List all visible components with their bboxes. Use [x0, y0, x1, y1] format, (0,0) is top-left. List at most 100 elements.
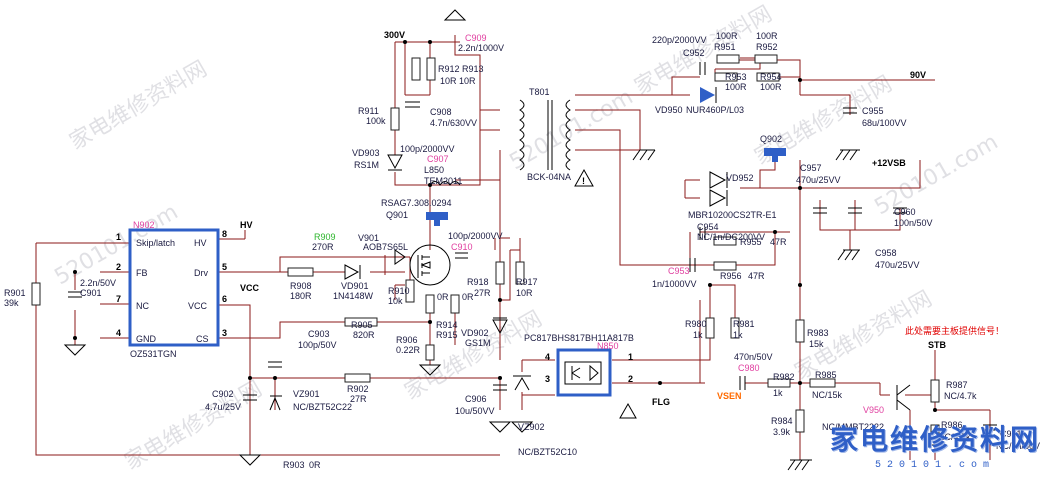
ref-label: VD950 — [655, 105, 683, 115]
ref-label: R953 — [725, 72, 747, 82]
ref-label: V901 — [358, 233, 379, 243]
net-300v-label: 300V — [384, 30, 405, 40]
warning-icons — [619, 402, 637, 419]
ref-label: C980 — [738, 363, 760, 373]
watermark-text: 520101.com — [871, 130, 1003, 221]
ref-label: C960 — [894, 207, 916, 217]
opto-pin: 4 — [545, 352, 550, 362]
opto-pin: 3 — [545, 374, 550, 384]
value-label: 1N4148W — [333, 291, 374, 301]
value-label: 10R — [516, 288, 533, 298]
ref-label: R911 — [358, 106, 379, 116]
ref-label: R912 R913 — [438, 64, 484, 74]
diodes — [269, 87, 728, 411]
value-label: 100p/2000VV — [400, 144, 455, 154]
value-label: NC/1n/50V — [996, 441, 1040, 451]
ic-n902-ref: N902 — [133, 220, 155, 230]
ref-label: C906 — [465, 394, 487, 404]
ic-pin-name: NC — [136, 301, 149, 311]
capacitors — [68, 62, 997, 431]
ref-label: R985 — [815, 370, 837, 380]
ref-label: R981 — [733, 319, 755, 329]
value-label: NC/MMBT2222 — [822, 422, 884, 432]
ref-label: VZ902 — [518, 422, 545, 432]
ref-label: C909 — [465, 33, 487, 43]
value-label: 220p/2000VV — [652, 35, 707, 45]
value-label: NUR460P/L03 — [686, 105, 744, 115]
ref-label: R956 — [720, 271, 742, 281]
value-label: 820R — [353, 330, 375, 340]
ref-label: R909 — [314, 232, 336, 242]
value-label: 100p/50V — [298, 340, 337, 350]
ref-label: VZ901 — [293, 389, 320, 399]
ref-label: R955 — [740, 237, 762, 247]
ref-label: VD952 — [726, 173, 754, 183]
ref-label: R952 — [756, 42, 778, 52]
logo-text: 家电维修资料网 — [830, 423, 1041, 456]
ref-label: C908 — [430, 107, 452, 117]
net-stb-label: STB — [928, 340, 947, 350]
value-label: 100k — [366, 116, 386, 126]
mosfet-q901 — [409, 212, 451, 286]
component-labels: R901 39k 2.2n/50V C901 R909 270R R908 18… — [4, 31, 1040, 470]
net-labels: 300V HV VCC 90V +12VSB FLG VSEN STB 此处需要… — [240, 30, 1004, 407]
ic-pin-number: 1 — [116, 232, 121, 242]
ref-label: C907 — [427, 154, 449, 164]
value-label: 100p/2000VV — [448, 231, 503, 241]
logo-url: 520101.com — [874, 460, 995, 471]
warning-icon — [574, 168, 594, 187]
value-label: 100R — [725, 82, 747, 92]
value-label: NC/15k — [812, 390, 843, 400]
net-90v-label: 90V — [910, 70, 926, 80]
mosfet-q902 — [764, 148, 786, 162]
ref-label: Q902 — [760, 134, 782, 144]
resistors — [31, 54, 940, 446]
ref-label: C903 — [308, 329, 330, 339]
wires — [35, 35, 991, 460]
ref-label: C981 — [1000, 429, 1022, 439]
opto-part: PC817BHS817BH11A817B — [524, 333, 634, 343]
ref-label: R910 — [388, 286, 410, 296]
ic-pin-number: 2 — [116, 262, 121, 272]
ic-n902-box — [128, 228, 220, 347]
ref-label: R905 — [351, 320, 373, 330]
value-label: 27R — [350, 394, 367, 404]
ref-label: C958 — [875, 248, 897, 258]
ref-label: C901 — [80, 288, 102, 298]
net-flg-label: FLG — [652, 397, 670, 407]
value-label: NC/BZT52C22 — [293, 402, 352, 412]
junction-dots — [73, 40, 937, 412]
ref-label: R901 — [4, 288, 26, 298]
value-label: 3.9k — [773, 427, 791, 437]
ic-pin-name: CS — [196, 334, 209, 344]
value-label: 470u/25VV — [875, 260, 920, 270]
ref-label: R918 — [467, 277, 489, 287]
ic-pin-name: FB — [136, 268, 148, 278]
ref-label: Q901 — [386, 210, 408, 220]
ic-pin-number: 3 — [222, 328, 227, 338]
ic-pin-number: 8 — [222, 229, 227, 239]
value-label: 470u/25VV — [796, 175, 841, 185]
ref-label: R987 — [946, 380, 968, 390]
ref-label: L850 — [424, 165, 444, 175]
ic-pin-name: HV — [194, 238, 207, 248]
ic-pin-number: 7 — [116, 294, 121, 304]
value-label: NC/4.7k — [938, 432, 971, 442]
ic-pin-name: Drv — [194, 268, 208, 278]
ref-label: R914 — [436, 320, 458, 330]
value-label: MBR10200CS2TR-E1 — [688, 210, 777, 220]
note-text: 此处需要主板提供信号！ — [905, 325, 1004, 337]
heatsink-icon — [426, 212, 448, 220]
opto-ref: N850 — [597, 341, 619, 351]
value-label: 100R — [716, 31, 738, 41]
ref-label: C955 — [862, 106, 884, 116]
ref-label: R903 — [283, 460, 305, 470]
value-label: 180R — [290, 291, 312, 301]
ref-label: R902 — [347, 384, 369, 394]
value-label: 47R — [748, 271, 765, 281]
opto-pin: 2 — [628, 374, 633, 384]
ic-pin-number: 6 — [222, 294, 227, 304]
net-12vsb-label: +12VSB — [872, 158, 906, 168]
value-label: NC/1n/DC200VV — [697, 232, 765, 242]
